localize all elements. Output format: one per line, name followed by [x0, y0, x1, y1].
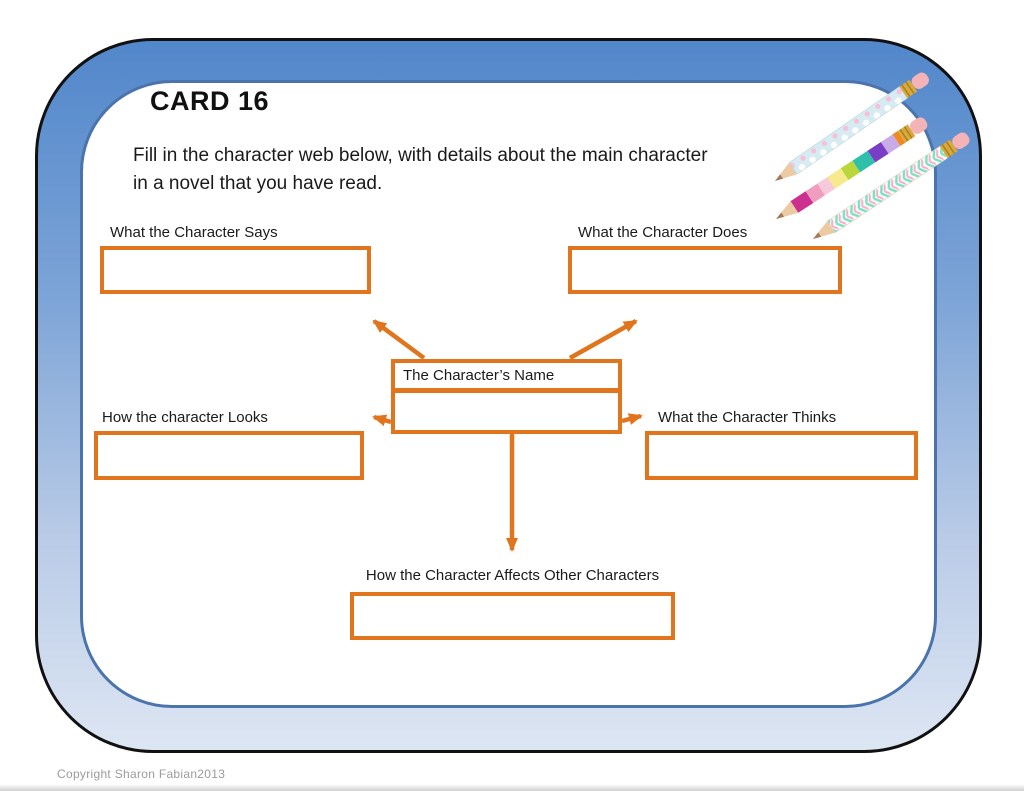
center-node-value-box: [395, 393, 618, 431]
center-node-header: The Character’s Name: [395, 363, 618, 393]
answer-box-thinks: [645, 431, 918, 480]
answer-box-affects: [350, 592, 675, 640]
instructions-text: Fill in the character web below, with de…: [133, 142, 793, 198]
copyright-text: Copyright Sharon Fabian2013: [57, 767, 226, 781]
label-how-character-affects-others: How the Character Affects Other Characte…: [365, 567, 660, 584]
answer-box-says: [100, 246, 371, 294]
page-title: CARD 16: [150, 86, 270, 116]
label-what-character-thinks: What the Character Thinks: [658, 409, 837, 426]
instructions-line-1: Fill in the character web below, with de…: [133, 145, 708, 166]
label-how-character-looks: How the character Looks: [102, 409, 268, 426]
label-what-character-says: What the Character Says: [110, 224, 278, 241]
center-node-character-name: The Character’s Name: [391, 359, 622, 434]
page-bottom-edge: [0, 784, 1024, 791]
answer-box-does: [568, 246, 842, 294]
label-what-character-does: What the Character Does: [578, 224, 748, 241]
answer-box-looks: [94, 431, 364, 480]
instructions-line-2: in a novel that you have read.: [133, 173, 383, 194]
